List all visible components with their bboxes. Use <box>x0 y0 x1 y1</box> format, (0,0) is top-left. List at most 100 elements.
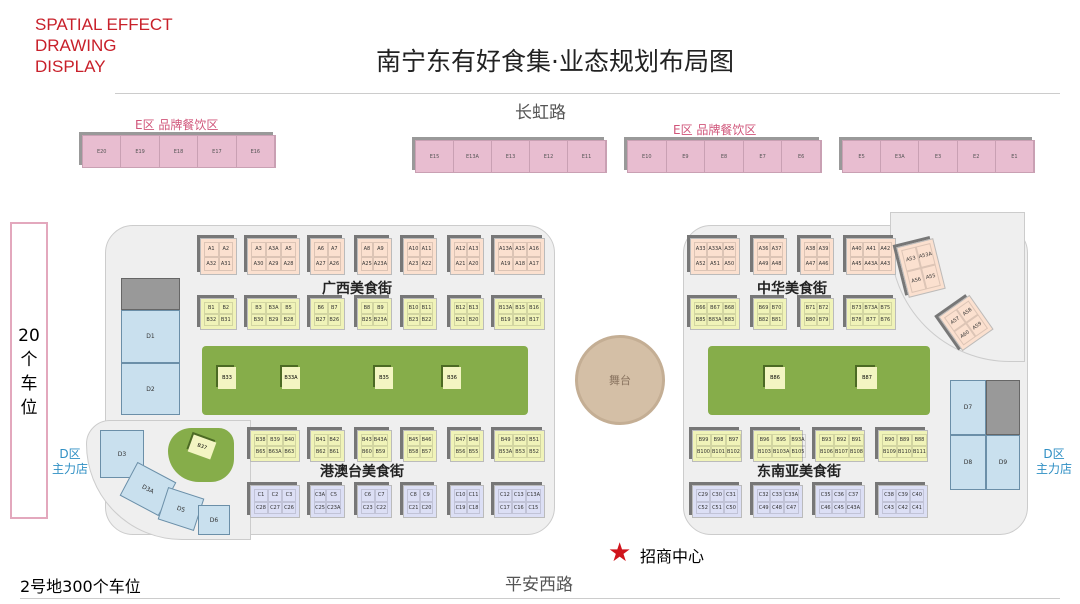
stall[interactable]: B48 <box>467 434 480 446</box>
stall[interactable]: B13A <box>498 302 514 314</box>
stall[interactable]: B1 <box>204 302 219 314</box>
stall[interactable]: C20 <box>420 501 433 514</box>
e-zone-shop[interactable]: E2 <box>958 141 996 172</box>
stall[interactable]: C25 <box>314 501 327 514</box>
stall[interactable]: B17 <box>527 314 541 326</box>
stall[interactable]: B73A <box>863 302 879 314</box>
unit-d6[interactable]: D6 <box>198 505 230 535</box>
stall[interactable]: C9 <box>420 489 433 502</box>
stall[interactable]: B108 <box>848 446 864 458</box>
stall[interactable]: B65 <box>254 446 268 458</box>
stall[interactable]: A3 <box>251 242 266 257</box>
e-zone-shop[interactable]: E3A <box>881 141 920 172</box>
stall[interactable]: B83A <box>707 314 723 326</box>
stall[interactable]: B89 <box>896 434 912 446</box>
stall[interactable]: C50 <box>724 501 738 514</box>
stall[interactable]: B98 <box>710 434 726 446</box>
stall[interactable]: B55 <box>467 446 480 458</box>
stall[interactable]: A27 <box>314 256 328 271</box>
stall[interactable]: B85 <box>694 314 708 326</box>
stall[interactable]: A15 <box>513 242 528 257</box>
stage[interactable]: 舞台 <box>575 335 665 425</box>
kiosk[interactable]: B87 <box>857 367 877 389</box>
stall[interactable]: A40 <box>850 242 864 257</box>
stall[interactable]: B83 <box>722 314 736 326</box>
stall[interactable]: C23 <box>361 501 375 514</box>
stall[interactable]: C10 <box>454 489 467 502</box>
stall[interactable]: A7 <box>327 242 341 257</box>
stall[interactable]: B66 <box>694 302 708 314</box>
e-zone-shop[interactable]: E7 <box>744 141 783 172</box>
stall[interactable]: B21 <box>454 314 467 326</box>
stall[interactable]: C42 <box>896 501 910 514</box>
stall[interactable]: B62 <box>314 446 328 458</box>
stall[interactable]: A3A <box>266 242 281 257</box>
stall[interactable]: C39 <box>896 489 910 502</box>
e-zone-shop[interactable]: E20 <box>83 136 122 167</box>
stall[interactable]: C47 <box>783 501 799 514</box>
stall[interactable]: C3 <box>282 489 296 502</box>
unit-d7[interactable]: D7 <box>950 380 986 435</box>
stall[interactable]: B91 <box>848 434 864 446</box>
kiosk[interactable]: B86 <box>765 367 785 389</box>
stall[interactable]: B47 <box>454 434 467 446</box>
stall[interactable]: B41 <box>314 434 328 446</box>
stall[interactable]: B29 <box>266 314 281 326</box>
stall[interactable]: A31 <box>218 256 233 271</box>
stall[interactable]: C43A <box>845 501 861 514</box>
stall[interactable]: B93 <box>819 434 834 446</box>
stall[interactable]: B25 <box>361 314 373 326</box>
stall[interactable]: B32 <box>204 314 219 326</box>
stall[interactable]: A50 <box>722 256 736 271</box>
e-zone-shop[interactable]: E19 <box>121 136 160 167</box>
stall[interactable]: C8 <box>407 489 420 502</box>
stall[interactable]: B76 <box>878 314 892 326</box>
stall[interactable]: C38 <box>882 489 896 502</box>
stall[interactable]: B3A <box>266 302 281 314</box>
stall[interactable]: B71 <box>804 302 817 314</box>
stall[interactable]: C41 <box>910 501 924 514</box>
stall[interactable]: A46 <box>817 256 830 271</box>
stall[interactable]: C16 <box>511 501 526 514</box>
e-zone-shop[interactable]: E11 <box>568 141 606 172</box>
e-zone-shop[interactable]: E18 <box>160 136 199 167</box>
stall[interactable]: B93A <box>790 434 806 446</box>
e-zone-shop[interactable]: E12 <box>530 141 568 172</box>
stall[interactable]: C40 <box>910 489 924 502</box>
stall[interactable]: A36 <box>757 242 770 257</box>
stall[interactable]: C19 <box>454 501 467 514</box>
stall[interactable]: B70 <box>770 302 783 314</box>
investment-center-label[interactable]: 招商中心 <box>640 547 705 566</box>
kiosk[interactable]: B33 <box>218 367 236 389</box>
stall[interactable]: A42 <box>878 242 892 257</box>
stall[interactable]: A41 <box>863 242 879 257</box>
stall[interactable]: B68 <box>722 302 736 314</box>
stall[interactable]: A9 <box>372 242 388 257</box>
stall[interactable]: A2 <box>218 242 233 257</box>
stall[interactable]: C29 <box>696 489 710 502</box>
e-zone-shop[interactable]: E13 <box>492 141 530 172</box>
stall[interactable]: B103 <box>757 446 772 458</box>
stall[interactable]: B90 <box>882 434 897 446</box>
stall[interactable]: C18 <box>467 501 480 514</box>
stall[interactable]: B63A <box>267 446 283 458</box>
stall[interactable]: C52 <box>696 501 710 514</box>
stall[interactable]: A33 <box>694 242 708 257</box>
unit-d2[interactable]: D2 <box>121 363 180 415</box>
stall[interactable]: C13A <box>525 489 541 502</box>
stall[interactable]: B43A <box>372 434 389 446</box>
stall[interactable]: B75 <box>878 302 892 314</box>
stall[interactable]: A26 <box>327 256 341 271</box>
stall[interactable]: B22 <box>420 314 433 326</box>
kiosk[interactable]: B36 <box>443 367 461 389</box>
e-zone-shop[interactable]: E3 <box>919 141 958 172</box>
stall[interactable]: C23A <box>326 501 342 514</box>
stall[interactable]: A10 <box>407 242 420 257</box>
stall[interactable]: B99 <box>696 434 711 446</box>
stall[interactable]: C30 <box>710 489 724 502</box>
stall[interactable]: B3 <box>251 302 266 314</box>
stall[interactable]: B12 <box>454 302 467 314</box>
stall[interactable]: C32 <box>757 489 771 502</box>
e-zone-shop[interactable]: E17 <box>198 136 237 167</box>
stall[interactable]: C31 <box>724 489 738 502</box>
